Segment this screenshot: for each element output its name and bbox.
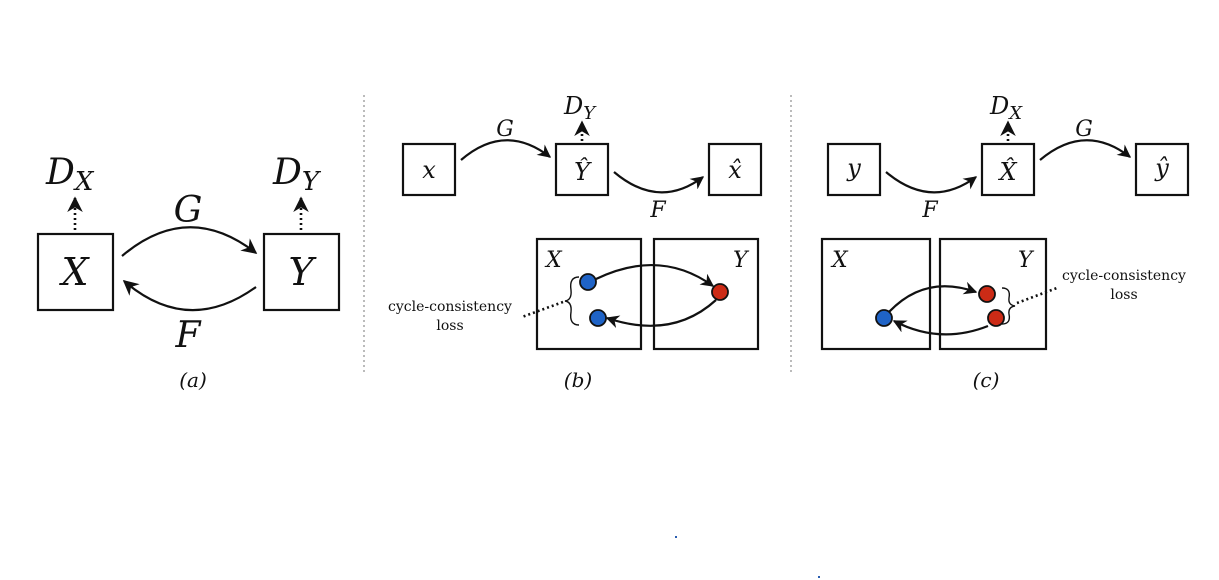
- box-x-hat: [707, 142, 763, 197]
- stray-dot: [818, 576, 820, 578]
- panel-c: y X̂ ŷ F G DX X Y cycle-consistency loss…: [820, 92, 1190, 392]
- brace: [564, 276, 580, 326]
- label-g: G: [174, 190, 203, 231]
- loss-pointer: [521, 300, 564, 319]
- domain-y-label: Y: [733, 248, 750, 273]
- disc-y: DY: [272, 152, 322, 197]
- red-point-y-hat: [711, 283, 729, 301]
- domain-y-box: [652, 237, 760, 351]
- domain-x-box: [535, 237, 643, 351]
- loss-label-line2: loss: [1110, 287, 1137, 303]
- arrow-g: [460, 139, 552, 161]
- caption-c: (c): [973, 368, 1000, 392]
- brace: [1001, 287, 1016, 325]
- label-f: F: [649, 198, 666, 223]
- arrow-g: [121, 226, 258, 257]
- panel-a: X Y G F DX DY (a): [36, 152, 341, 392]
- disc-y: DY: [563, 92, 597, 124]
- domain-x-label: X: [830, 248, 849, 273]
- label-f: F: [921, 198, 938, 223]
- disc-x: DX: [989, 92, 1023, 124]
- label-f: F: [175, 315, 203, 356]
- box-small-y-label: y: [846, 154, 861, 182]
- arrow-f: [613, 171, 705, 194]
- domain-x-label: X: [544, 248, 563, 273]
- label-g: G: [496, 117, 514, 142]
- box-y-hat-label: ŷ: [1154, 154, 1169, 182]
- box-y-hat: [1134, 142, 1190, 197]
- blue-point-x: [579, 273, 597, 291]
- caption-a: (a): [179, 368, 207, 392]
- label-g: G: [1075, 117, 1093, 142]
- box-x-hat: [980, 142, 1036, 197]
- box-small-y: [826, 142, 882, 197]
- box-x-label: X: [58, 250, 90, 294]
- red-point-y-hat: [987, 309, 1005, 327]
- box-y-hat-label: Ŷ: [574, 157, 592, 186]
- stray-dot: [675, 536, 677, 538]
- loss-label-line1: cycle-consistency: [1062, 268, 1186, 284]
- arrow-f: [885, 171, 978, 194]
- blue-point-x-hat: [875, 309, 893, 327]
- box-small-x: [401, 142, 457, 197]
- red-point-y: [978, 285, 996, 303]
- box-x: [36, 232, 115, 312]
- box-small-x-label: x: [422, 156, 436, 184]
- loss-pointer: [1016, 286, 1058, 305]
- box-y-label: Y: [288, 250, 317, 294]
- mapping-arrow-f: [892, 320, 989, 336]
- domain-y-label: Y: [1018, 248, 1035, 273]
- arrow-g: [1039, 139, 1132, 161]
- box-x-hat-label: x̂: [728, 156, 742, 184]
- loss-label-line2: loss: [436, 318, 463, 334]
- arrow-f: [122, 279, 257, 312]
- box-x-hat-label: X̂: [997, 158, 1017, 186]
- mapping-arrow-f: [605, 299, 717, 329]
- disc-x: DX: [45, 152, 95, 197]
- mapping-arrow-g: [888, 281, 978, 313]
- box-y-hat: [554, 142, 610, 197]
- panel-b: x Ŷ x̂ G F DY X Y cycle-consistency loss…: [388, 92, 763, 392]
- mapping-arrow-g: [595, 264, 715, 287]
- blue-point-x-hat: [589, 309, 607, 327]
- loss-label-line1: cycle-consistency: [388, 299, 512, 315]
- box-y: [262, 232, 341, 312]
- caption-b: (b): [564, 368, 592, 392]
